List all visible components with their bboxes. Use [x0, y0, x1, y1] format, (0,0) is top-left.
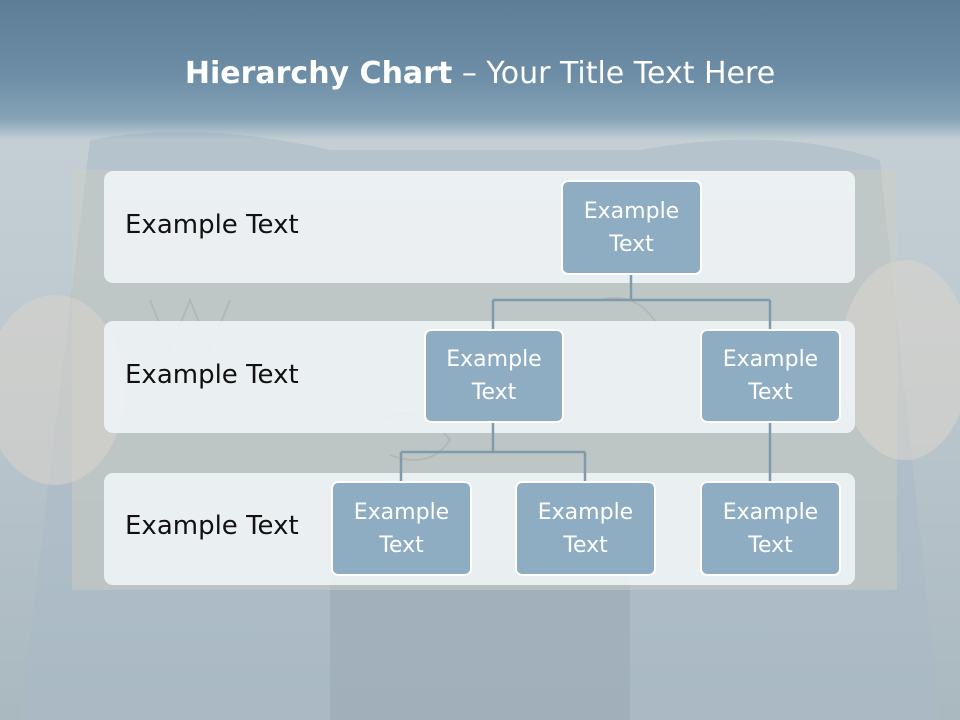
- node-l2-left-line2: Text: [471, 380, 517, 405]
- level-label-3: Example Text: [125, 511, 299, 541]
- node-l2-left-line1: Example: [446, 347, 542, 372]
- node-l3-c[interactable]: Example Text: [700, 481, 841, 576]
- level-band-1: [104, 171, 855, 283]
- title-bold: Hierarchy Chart: [184, 56, 453, 91]
- node-l3-b-line1: Example: [537, 499, 634, 525]
- slide-title: Hierarchy Chart – Your Title Text Here: [0, 56, 960, 91]
- node-l3-a[interactable]: Example Text: [331, 481, 472, 576]
- node-root-line2: Text: [609, 231, 654, 257]
- node-l3-a-line1: Example: [353, 499, 450, 525]
- node-l3-b-line2: Text: [563, 532, 608, 558]
- node-l3-c-line1: Example: [722, 499, 819, 525]
- level-label-1: Example Text: [125, 210, 299, 240]
- level-label-2: Example Text: [125, 360, 299, 390]
- node-root-line1: Example: [583, 198, 680, 224]
- node-l3-b[interactable]: Example Text: [515, 481, 656, 576]
- node-l2-right-line2: Text: [748, 380, 793, 405]
- node-l3-c-line2: Text: [748, 532, 793, 558]
- node-l2-right-line1: Example: [722, 347, 819, 372]
- node-l2-left[interactable]: Example Text: [424, 329, 564, 423]
- node-l3-a-line2: Text: [379, 532, 424, 558]
- title-bar: [0, 0, 960, 140]
- node-root[interactable]: Example Text: [561, 180, 702, 275]
- node-l2-right[interactable]: Example Text: [700, 329, 841, 423]
- title-rest: – Your Title Text Here: [452, 56, 776, 91]
